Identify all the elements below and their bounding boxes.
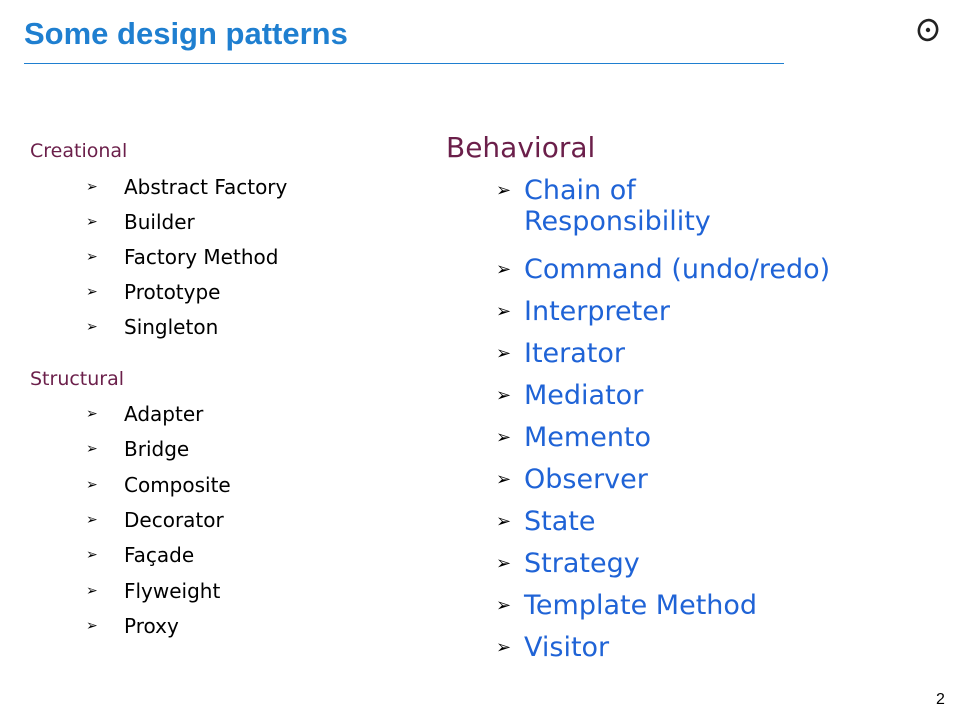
list-item-label: Observer [524,464,648,495]
arrow-bullet-icon: ➢ [86,406,98,422]
arrow-bullet-icon: ➢ [496,343,512,364]
list-item-label: Memento [524,422,652,453]
list-item-label: Strategy [524,548,640,579]
arrow-bullet-icon: ➢ [496,595,512,616]
list-item-label: Interpreter [524,296,670,327]
arrow-bullet-icon: ➢ [86,477,98,493]
arrow-bullet-icon: ➢ [496,427,512,448]
list-item-label: Composite [124,473,231,497]
list-item-label: Proxy [124,614,179,638]
list-item-label: Flyweight [124,579,221,603]
arrow-bullet-icon: ➢ [86,618,98,634]
behavioral-heading: Behavioral [446,131,596,164]
arrow-bullet-icon: ➢ [496,637,512,658]
arrow-bullet-icon: ➢ [86,319,98,335]
list-item-label: Builder [124,210,195,234]
list-item-label: Visitor [524,632,610,663]
list-item-label: Façade [124,543,195,567]
list-item-label: Prototype [124,280,221,304]
list-item-label: Iterator [524,338,626,369]
structural-heading: Structural [30,368,125,390]
arrow-bullet-icon: ➢ [496,180,512,201]
arrow-bullet-icon: ➢ [496,301,512,322]
list-item-label: Mediator [524,380,644,411]
list-item-label: Template Method [524,590,758,621]
list-item-label: Chain of Responsibility [524,175,711,238]
list-item-label: Singleton [124,315,219,339]
arrow-bullet-icon: ➢ [86,179,98,195]
arrow-bullet-icon: ➢ [86,512,98,528]
list-item-label: Adapter [124,402,204,426]
title-underline [24,63,784,64]
arrow-bullet-icon: ➢ [86,214,98,230]
arrow-bullet-icon: ➢ [86,249,98,265]
eiffel-logo-icon [917,18,939,42]
list-item-label: State [524,506,596,537]
arrow-bullet-icon: ➢ [86,547,98,563]
arrow-bullet-icon: ➢ [86,441,98,457]
arrow-bullet-icon: ➢ [496,259,512,280]
arrow-bullet-icon: ➢ [86,284,98,300]
creational-heading: Creational [30,140,128,162]
arrow-bullet-icon: ➢ [496,385,512,406]
arrow-bullet-icon: ➢ [496,553,512,574]
arrow-bullet-icon: ➢ [496,511,512,532]
list-item-label: Command (undo/redo) [524,254,831,285]
list-item-label: Decorator [124,508,224,532]
arrow-bullet-icon: ➢ [496,469,512,490]
page-number: 2 [936,691,945,708]
list-item-label: Bridge [124,437,190,461]
list-item-label: Abstract Factory [124,175,288,199]
slide-title: Some design patterns [24,16,348,51]
list-item-label: Factory Method [124,245,279,269]
arrow-bullet-icon: ➢ [86,583,98,599]
